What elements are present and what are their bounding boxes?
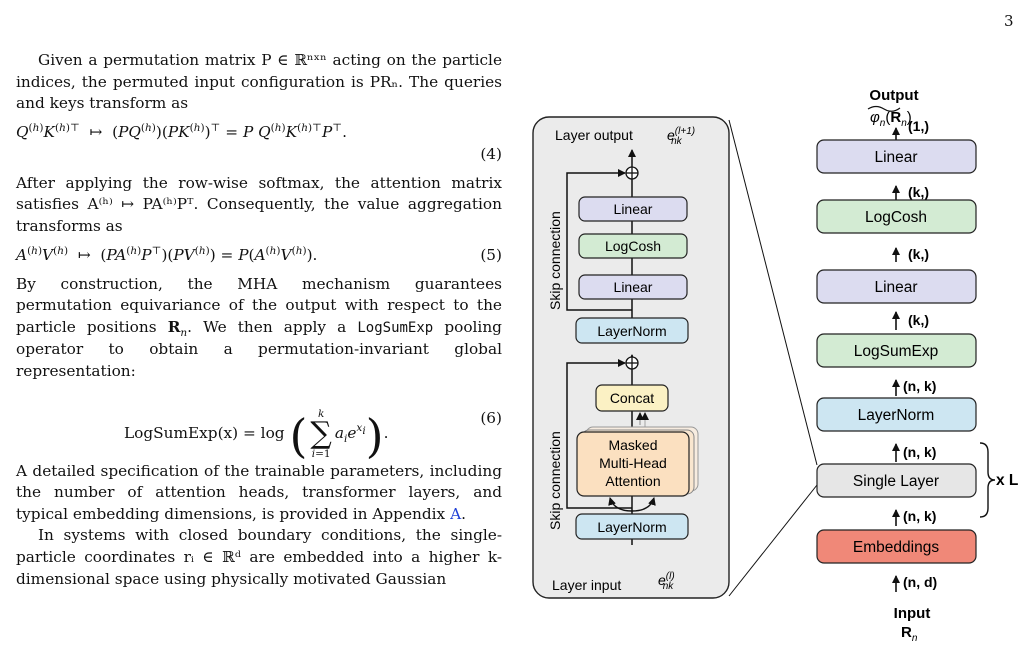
paragraph-1: Given a permutation matrix P ∈ ℝⁿˣⁿ acti… — [16, 51, 502, 113]
paragraph-5: In systems with closed boundary conditio… — [16, 526, 502, 588]
skip-connection-label-top: Skip connection — [547, 211, 563, 310]
output-symbol: φn(Rn) — [870, 109, 912, 129]
equation-5: A(h)V(h) ↦ (PA(h)P⊤)(PV(h)) = P(A(h)V(h)… — [16, 245, 502, 267]
left-linear-mid-label: Linear — [614, 279, 653, 295]
linear-mid-label: Linear — [874, 279, 917, 296]
page-number: 3 — [1004, 12, 1014, 30]
linear-top-box — [816, 139, 977, 174]
left-layernorm-bottom-label: LayerNorm — [597, 519, 666, 535]
left-logcosh-label: LogCosh — [605, 238, 661, 254]
output-label: Output — [869, 87, 918, 104]
arrow-label-4: (k,) — [908, 312, 929, 328]
single-layer-label: Single Layer — [853, 473, 939, 490]
arrow-label-6: (n, k) — [903, 444, 936, 460]
equation-4-number: (4) — [480, 144, 502, 163]
left-linear-top-label: Linear — [614, 201, 653, 217]
logsumexp-code: LogSumExp — [357, 319, 434, 336]
left-linear-mid-box — [578, 274, 688, 300]
mha-label-line3: Attention — [605, 473, 660, 489]
arrow-label-5: (n, k) — [903, 378, 936, 394]
mha-label-line2: Multi-Head — [599, 455, 667, 471]
logsumexp-label: LogSumExp — [854, 343, 938, 360]
equation-6-number: (6) — [480, 408, 502, 427]
text-column: Given a permutation matrix P ∈ ℝⁿˣⁿ acti… — [16, 50, 502, 590]
concat-box — [595, 384, 669, 412]
equation-5-number: (5) — [480, 245, 502, 264]
paragraph-3: By construction, the MHA mechanism guara… — [16, 274, 502, 380]
logcosh-box — [816, 199, 977, 234]
repeat-brace — [979, 442, 996, 518]
layernorm-box — [816, 397, 977, 432]
paragraph-4: A detailed specification of the trainabl… — [16, 461, 502, 523]
arrow-label-8: (n, d) — [903, 574, 937, 590]
input-symbol: Rn — [901, 624, 918, 644]
appendix-link[interactable]: A — [450, 504, 462, 523]
mha-label-line1: Masked — [608, 437, 657, 453]
logcosh-label: LogCosh — [865, 209, 927, 226]
logsumexp-box — [816, 333, 977, 368]
linear-mid-box — [816, 269, 977, 304]
left-logcosh-box — [578, 233, 688, 259]
layer-output-label: Layer output — [555, 127, 633, 143]
skip-connection-label-bottom: Skip connection — [547, 431, 563, 530]
left-layernorm-bottom-box — [575, 513, 689, 540]
input-label: Input — [894, 605, 931, 622]
embeddings-box — [816, 529, 977, 564]
arrow-label-3: (k,) — [908, 246, 929, 262]
arrow-label-2: (k,) — [908, 184, 929, 200]
embeddings-label: Embeddings — [853, 539, 939, 556]
repeat-label: x L — [996, 472, 1018, 489]
left-layernorm-top-label: LayerNorm — [597, 323, 666, 339]
linear-top-label: Linear — [874, 149, 917, 166]
arrow-label-1: (1,) — [908, 118, 929, 134]
paragraph-2: After applying the row-wise softmax, the… — [16, 173, 502, 235]
left-layernorm-top-box — [575, 317, 689, 344]
equation-4: Q(h)K(h)⊤ ↦ (PQ(h))(PK(h))⊤ = P Q(h)K(h)… — [16, 122, 502, 166]
masked-mha-box — [576, 431, 690, 497]
layer-input-symbol: e(l)nk — [658, 571, 675, 592]
concat-label: Concat — [610, 390, 654, 406]
arrow-label-7: (n, k) — [903, 508, 936, 524]
single-layer-box — [816, 463, 977, 498]
layernorm-label: LayerNorm — [858, 407, 935, 424]
layer-input-label: Layer input — [552, 577, 621, 593]
left-linear-top-box — [578, 196, 688, 222]
